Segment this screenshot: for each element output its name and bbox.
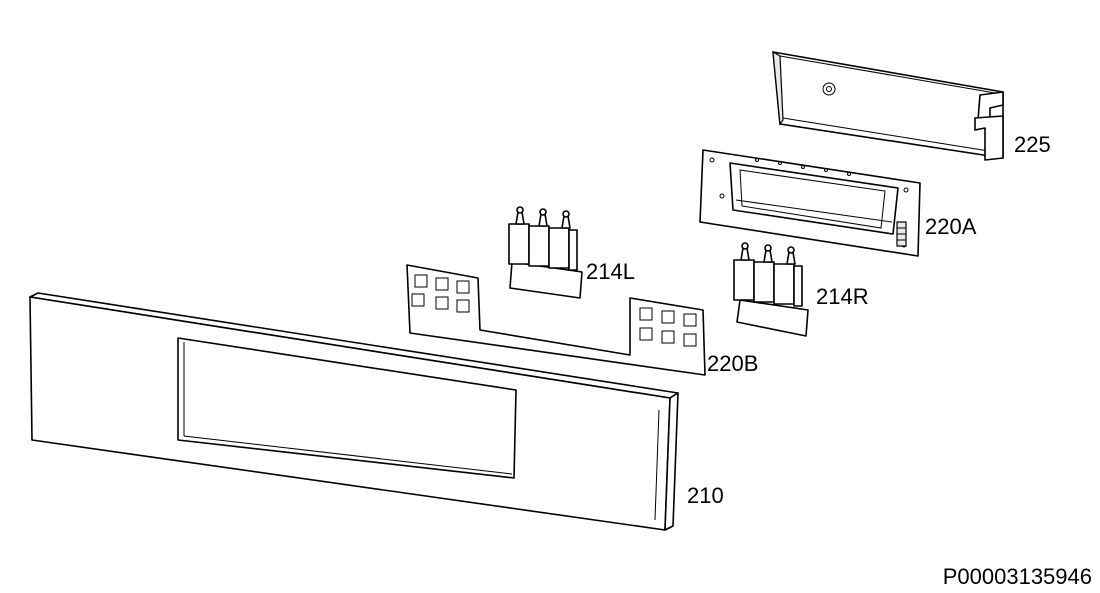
part-214l-button-module	[508, 206, 583, 299]
part-225-cover	[772, 50, 1004, 161]
label-214l: 214L	[586, 259, 635, 284]
label-214r: 214R	[816, 284, 869, 309]
part-220b-touch-board	[406, 264, 706, 376]
label-220b: 220B	[707, 351, 758, 376]
part-220a-display-board	[699, 149, 921, 257]
label-210: 210	[687, 483, 724, 508]
label-220a: 220A	[925, 214, 977, 239]
part-214r-button-module	[733, 242, 809, 337]
drawing-code: P00003135946	[943, 564, 1092, 589]
label-225: 225	[1014, 132, 1051, 157]
part-210-front-panel	[29, 292, 679, 531]
